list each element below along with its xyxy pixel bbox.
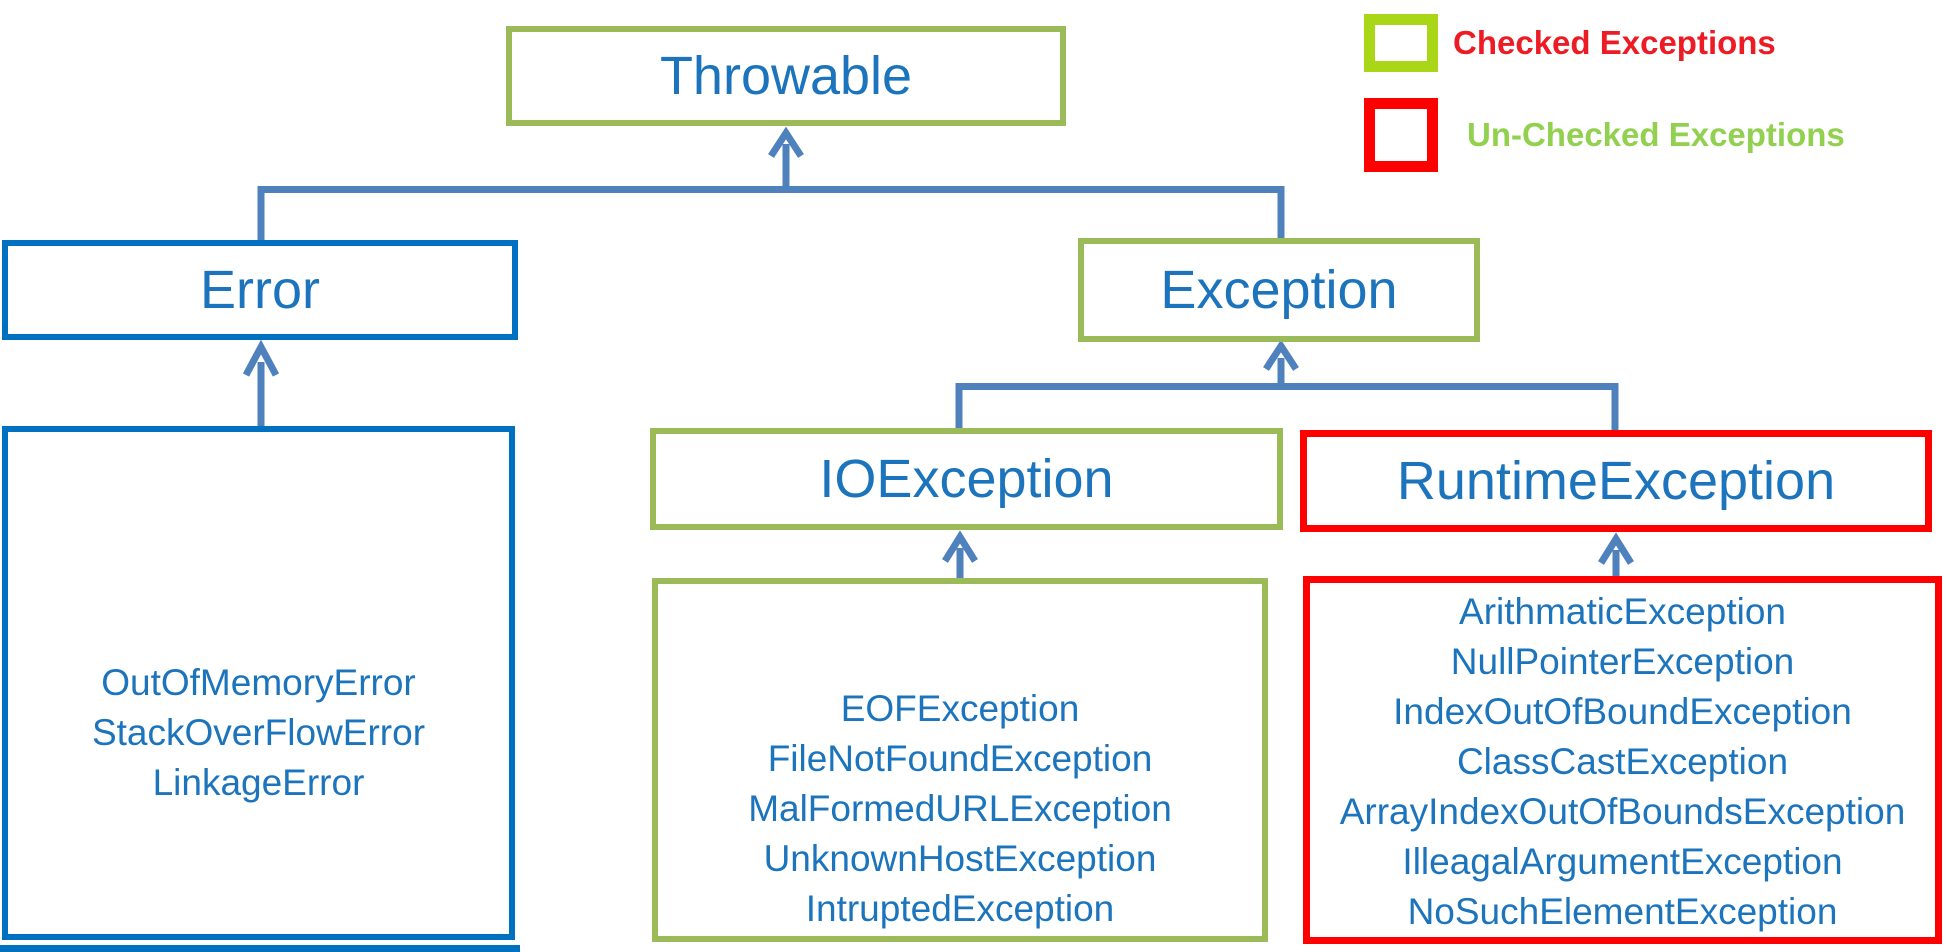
list-item: NullPointerException [1450, 641, 1795, 682]
node-error: Error [2, 240, 518, 340]
node-error-label: Error [200, 260, 320, 320]
legend-checked-swatch [1364, 14, 1438, 72]
node-runtimeexception-label: RuntimeException [1396, 451, 1836, 511]
error-children-box: OutOfMemoryError StackOverFlowError Link… [2, 426, 515, 940]
ioexception-children-box: EOFException FileNotFoundException MalFo… [652, 578, 1268, 942]
list-item: EOFException [840, 688, 1080, 729]
arrowhead-to-ioexception [942, 530, 978, 563]
list-item: NoSuchElementException [1407, 891, 1838, 932]
list-item: ArrayIndexOutOfBoundsException [1339, 791, 1906, 832]
arrowhead-to-throwable [768, 126, 804, 158]
legend-checked-label: Checked Exceptions [1453, 24, 1776, 61]
list-item: IntruptedException [805, 888, 1115, 929]
node-throwable: Throwable [506, 26, 1066, 126]
runtimeexception-children-box: ArithmaticException NullPointerException… [1303, 576, 1942, 944]
list-item: FileNotFoundException [767, 738, 1153, 779]
node-exception-label: Exception [1160, 260, 1398, 320]
arrowhead-to-runtimeexception [1598, 532, 1634, 565]
node-ioexception-label: IOException [819, 449, 1114, 509]
node-runtimeexception: RuntimeException [1300, 430, 1932, 532]
list-item: ClassCastException [1456, 741, 1789, 782]
node-ioexception: IOException [650, 428, 1283, 530]
node-exception: Exception [1078, 238, 1480, 342]
arrowhead-to-exception [1263, 339, 1299, 371]
list-item: LinkageError [152, 762, 365, 803]
list-item: UnknownHostException [763, 838, 1157, 879]
list-item: OutOfMemoryError [101, 662, 416, 703]
legend-unchecked-label: Un-Checked Exceptions [1467, 116, 1845, 153]
list-item: IndexOutOfBoundException [1393, 691, 1852, 732]
connector-throwable-children [257, 186, 1285, 243]
node-throwable-label: Throwable [659, 46, 913, 106]
legend-unchecked-swatch [1364, 98, 1438, 172]
list-item: ArithmaticException [1459, 591, 1786, 632]
arrowhead-to-error [242, 339, 280, 377]
list-item: IlleagalArgumentException [1402, 841, 1843, 882]
connector-exception-children [955, 383, 1619, 433]
list-item: StackOverFlowError [91, 712, 426, 753]
list-item: MalFormedURLException [748, 788, 1172, 829]
bottom-edge-line [0, 945, 520, 952]
